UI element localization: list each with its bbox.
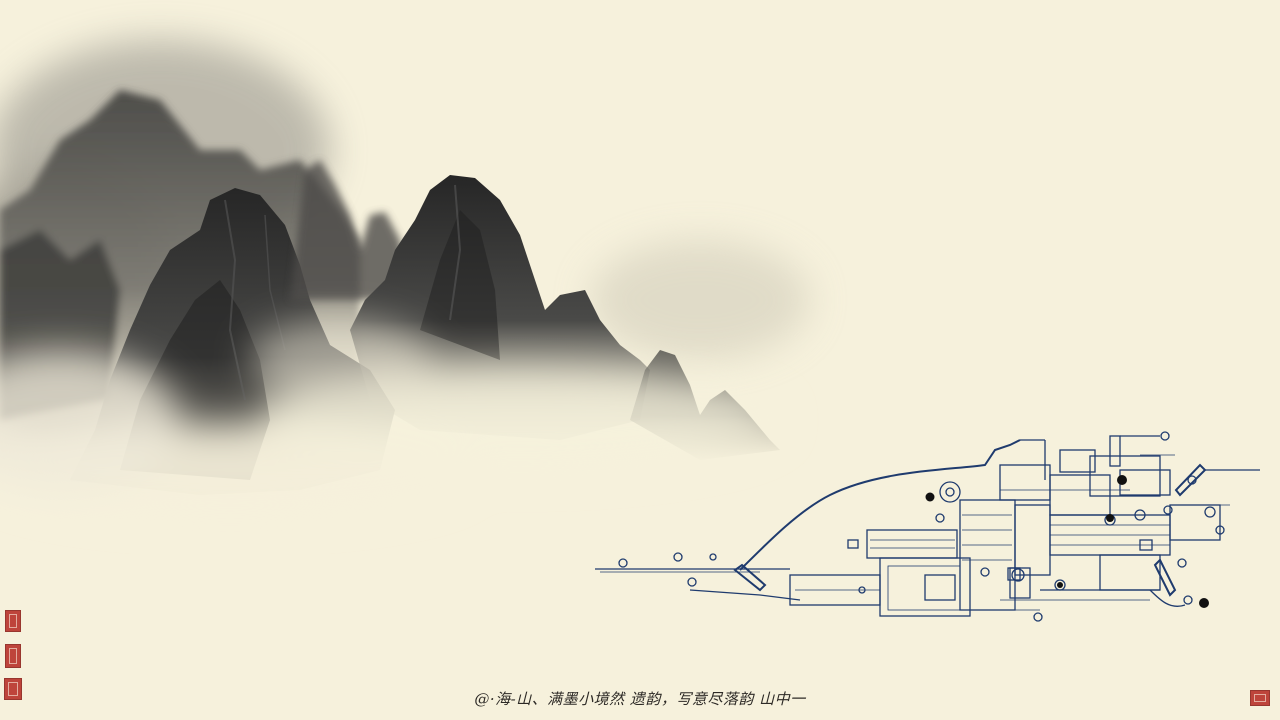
seal-stamp-left-bottom — [4, 678, 22, 700]
blueprint-filled-dots — [925, 475, 1209, 608]
blueprint-machinery-drawing — [595, 431, 1260, 622]
calligraphy-caption: @·海-山、满墨小境然 遗韵，写意尽落韵 山中一 — [474, 690, 806, 708]
mist-foreground — [0, 320, 780, 515]
seal-stamp-left-middle — [5, 644, 21, 668]
seal-stamp-right-bottom — [1250, 690, 1270, 706]
middle-back-peaks — [290, 160, 410, 300]
seal-stamp-left-top — [5, 610, 21, 632]
